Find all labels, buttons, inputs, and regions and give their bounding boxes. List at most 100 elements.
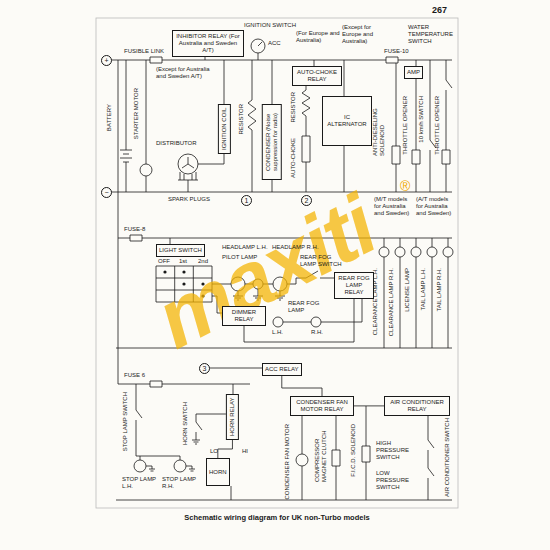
power-rail	[111, 60, 452, 500]
part-label: REAR FOG LAMP SWITCH	[300, 254, 348, 268]
switch-position: 1st	[179, 258, 187, 265]
node-text: IC ALTERNATOR	[325, 114, 369, 128]
node-text: AMP	[407, 69, 420, 76]
part-label: PILOT LAMP	[222, 254, 257, 261]
distributor-symbol	[178, 154, 198, 174]
part-label: CONDENSER FAN MOTOR	[284, 424, 291, 500]
spark-plug-symbol	[178, 172, 198, 180]
fuse-label: FUSE-10	[384, 48, 409, 55]
page-frame	[96, 18, 458, 508]
alternator-box: IC ALTERNATOR	[322, 96, 372, 146]
switch-contact-dot	[163, 270, 166, 273]
distributor-rotor	[182, 42, 262, 168]
side-label: L.H.	[272, 329, 283, 336]
relay-box: AIR CONDITIONER RELAY	[384, 396, 450, 416]
solenoid-symbol	[302, 136, 450, 466]
relay-box: DIMMER RELAY	[222, 306, 266, 326]
relay-box: ACC RELAY	[262, 363, 302, 376]
battery-symbol	[120, 150, 132, 162]
part-label: SPARK PLUGS	[168, 196, 210, 203]
part-label: TAIL LAMP L.H.	[420, 268, 427, 311]
amplifier-box: AMP	[404, 66, 423, 79]
node-text: CONDENSER (Noise suppression for radio)	[265, 107, 279, 177]
variant-note: (For Europe and Australia)	[296, 30, 340, 44]
variant-note: (Except for Australia and Sweden A/T)	[156, 66, 212, 80]
node-text: LIGHT SWITCH	[159, 247, 202, 254]
terminal-label: LO	[210, 448, 218, 455]
relay-box: HORN RELAY	[226, 394, 239, 440]
part-label: LOW PRESSURE SWITCH	[376, 470, 422, 491]
variant-note: (A/T models for Australia and Sweden)	[416, 196, 454, 217]
lamp-symbol	[311, 317, 321, 327]
part-label: IGNITION SWITCH	[244, 22, 296, 29]
horn-box: HORN	[206, 458, 230, 486]
part-label: F.I.C.D. SOLENOID	[350, 424, 357, 477]
part-label: HEADLAMP L.H.	[222, 244, 268, 251]
branch-wire	[136, 368, 434, 500]
relay-box: CONDENSER FAN MOTOR RELAY	[290, 396, 354, 416]
part-label: RESISTOR	[238, 104, 245, 135]
node-text: DIMMER RELAY	[225, 309, 263, 323]
part-label: HORN SWITCH	[182, 402, 189, 445]
node-text: AUTO-CHOKE RELAY	[295, 69, 339, 83]
part-label: STOP LAMP L.H.	[122, 476, 158, 490]
callout-number: 3	[199, 363, 210, 374]
lamp-symbol	[411, 247, 421, 257]
wire-connector	[282, 376, 322, 396]
starter-symbol	[140, 164, 152, 176]
part-label: WATER TEMPERATURE SWITCH	[408, 24, 452, 45]
condenser-box: CONDENSER (Noise suppression for radio)	[262, 104, 282, 180]
node-text: AIR CONDITIONER RELAY	[387, 399, 447, 413]
node-text: HORN	[209, 469, 227, 476]
node-text: ACC RELAY	[265, 366, 299, 373]
fuse-label: FUSE-8	[124, 226, 145, 233]
caption: Schematic wiring diagram for UK non-Turb…	[96, 513, 458, 522]
part-label: STARTER MOTOR	[133, 88, 140, 139]
relay-box: INHIBITOR RELAY (For Australia and Swede…	[172, 30, 244, 57]
part-label: ANTI-DIESELING SOLENOID	[372, 96, 386, 156]
lamp-symbol	[395, 247, 405, 257]
part-label: AUTO-CHOKE	[290, 138, 297, 178]
part-label: FUSIBLE LINK	[124, 48, 164, 55]
part-label: REAR FOG LAMP	[288, 300, 328, 314]
callout-number: 1	[241, 195, 252, 206]
lamp-symbol	[443, 247, 453, 257]
coil-box: IGNITION COIL	[218, 104, 231, 154]
lamp-symbol	[273, 317, 283, 327]
variant-note: (M/T models for Australia and Sweden)	[374, 196, 414, 217]
watermark-mark: ®	[400, 178, 410, 194]
node-text: REAR FOG LAMP RELAY	[337, 275, 371, 296]
lamp-symbol	[134, 460, 146, 472]
callout-number: 2	[301, 195, 312, 206]
switch-box: LIGHT SWITCH	[156, 244, 205, 257]
node-text: INHIBITOR RELAY (For Australia and Swede…	[175, 33, 241, 54]
part-label: THROTTLE OPENER	[402, 96, 409, 155]
part-label: STOP LAMP SWITCH	[122, 392, 129, 451]
part-label: COMPRESSOR MAGNET CLUTCH	[314, 420, 328, 482]
part-label: AIR CONDITIONER SWITCH	[444, 418, 451, 497]
part-label: RESISTOR	[290, 92, 297, 123]
motor-symbol	[296, 454, 308, 466]
switch-position: 2nd	[198, 258, 208, 265]
wire-connector	[354, 405, 384, 406]
part-label: THROTTLE OPENER	[434, 96, 441, 155]
fuse-label: FUSE 6	[124, 372, 145, 379]
branch-wire	[126, 53, 452, 192]
node-text: CONDENSER FAN MOTOR RELAY	[293, 399, 351, 413]
fuse-symbol	[130, 57, 398, 387]
part-label: HEADLAMP R.H.	[272, 244, 319, 251]
node-text: HORN RELAY	[229, 397, 236, 437]
ignition-switch-symbol	[251, 39, 265, 53]
part-label: LICENSE LAMP	[404, 268, 411, 312]
polarity-sign: −	[101, 187, 112, 198]
part-label: BATTERY	[106, 104, 113, 131]
variant-note: (Except for Europe and Australia)	[342, 24, 380, 45]
part-label: HIGH PRESSURE SWITCH	[376, 440, 422, 461]
part-label: DISTRIBUTOR	[156, 140, 197, 147]
switch-position: OFF	[158, 258, 170, 265]
relay-box: AUTO-CHOKE RELAY	[292, 66, 342, 86]
polarity-sign: +	[101, 55, 112, 66]
node-text: IGNITION COIL	[221, 107, 228, 151]
wire-connector	[218, 440, 233, 458]
relay-box: REAR FOG LAMP RELAY	[334, 272, 374, 299]
